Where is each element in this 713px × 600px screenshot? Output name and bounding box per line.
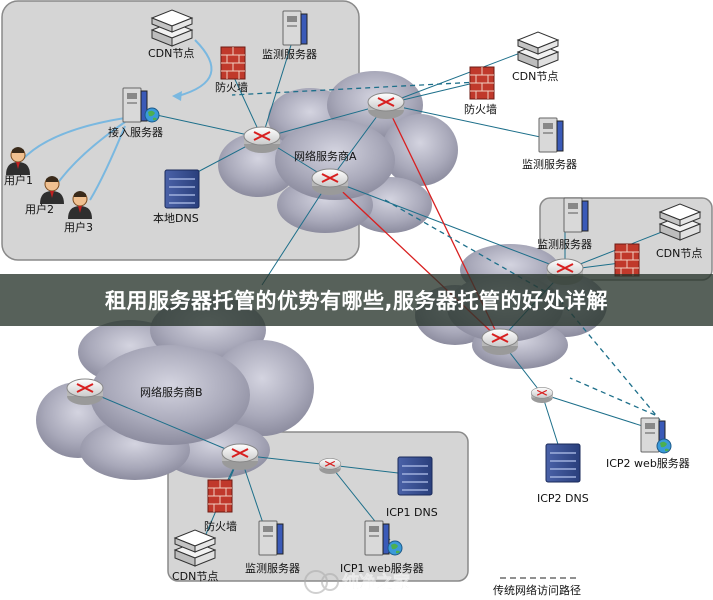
- label-firewall-bottom: 防火墙: [204, 519, 237, 533]
- router-icon: [318, 457, 342, 475]
- label-cdn-top: CDN节点: [148, 47, 194, 60]
- label-cdn-right: CDN节点: [512, 70, 558, 83]
- firewall-icon: [207, 479, 233, 513]
- router-icon: [66, 378, 104, 406]
- icp1-dns-server-icon: [397, 456, 433, 496]
- label-local-dns: 本地DNS: [153, 211, 199, 225]
- title-banner: 租用服务器托管的优势有哪些,服务器托管的好处详解: [0, 274, 713, 326]
- label-monitor-mid: 监测服务器: [537, 238, 592, 251]
- globe-icon: [387, 540, 403, 556]
- label-icp1-web: ICP1 web服务器: [340, 562, 424, 575]
- label-icp2-dns: ICP2 DNS: [537, 492, 589, 505]
- firewall-icon: [220, 46, 246, 80]
- label-monitor-top: 监测服务器: [262, 48, 317, 61]
- label-access-server: 接入服务器: [108, 126, 163, 139]
- label-user1: 用户1: [4, 173, 33, 187]
- label-cdn-mid: CDN节点: [656, 247, 702, 260]
- dashed-paths: [231, 81, 661, 421]
- cdn-node-icon: [659, 203, 701, 241]
- access-server-icon: [122, 87, 148, 123]
- monitor-server-icon: [258, 520, 284, 556]
- svg-text:纯净之家: 纯净之家: [342, 572, 410, 593]
- router-icon: [481, 328, 519, 356]
- cdn-node-icon: [174, 529, 216, 567]
- label-isp-b: 网络服务商B: [140, 385, 203, 399]
- watermark: 纯净之家: [304, 570, 410, 594]
- router-icon: [311, 168, 349, 196]
- label-firewall-right: 防火墙: [464, 102, 497, 116]
- router-icon: [530, 386, 554, 404]
- cdn-node-icon: [517, 31, 559, 69]
- label-isp-a: 网络服务商A: [294, 149, 357, 163]
- label-icp2-web: ICP2 web服务器: [606, 457, 690, 470]
- local-dns-server-icon: [164, 169, 200, 209]
- icp1-web-server-icon: [364, 520, 390, 556]
- monitor-server-icon: [282, 10, 308, 46]
- router-icon: [221, 443, 259, 471]
- monitor-server-icon: [563, 197, 589, 233]
- label-icp1-dns: ICP1 DNS: [386, 506, 438, 519]
- router-icon: [243, 126, 281, 154]
- globe-icon: [144, 107, 160, 123]
- globe-icon: [656, 438, 672, 454]
- label-legend-path: 传统网络访问路径: [493, 583, 581, 597]
- firewall-icon: [614, 243, 640, 277]
- label-firewall-left: 防火墙: [215, 80, 248, 94]
- icp2-dns-server-icon: [545, 443, 581, 483]
- label-monitor-bottom: 监测服务器: [245, 562, 300, 575]
- label-user3: 用户3: [64, 220, 93, 234]
- label-cdn-bottom: CDN节点: [172, 570, 218, 583]
- cdn-node-icon: [151, 9, 193, 47]
- banner-title: 租用服务器托管的优势有哪些,服务器托管的好处详解: [105, 289, 608, 313]
- monitor-server-icon: [538, 117, 564, 153]
- label-user2: 用户2: [25, 202, 54, 216]
- router-icon: [367, 92, 405, 120]
- label-monitor-right: 监测服务器: [522, 158, 577, 171]
- firewall-icon: [469, 66, 495, 100]
